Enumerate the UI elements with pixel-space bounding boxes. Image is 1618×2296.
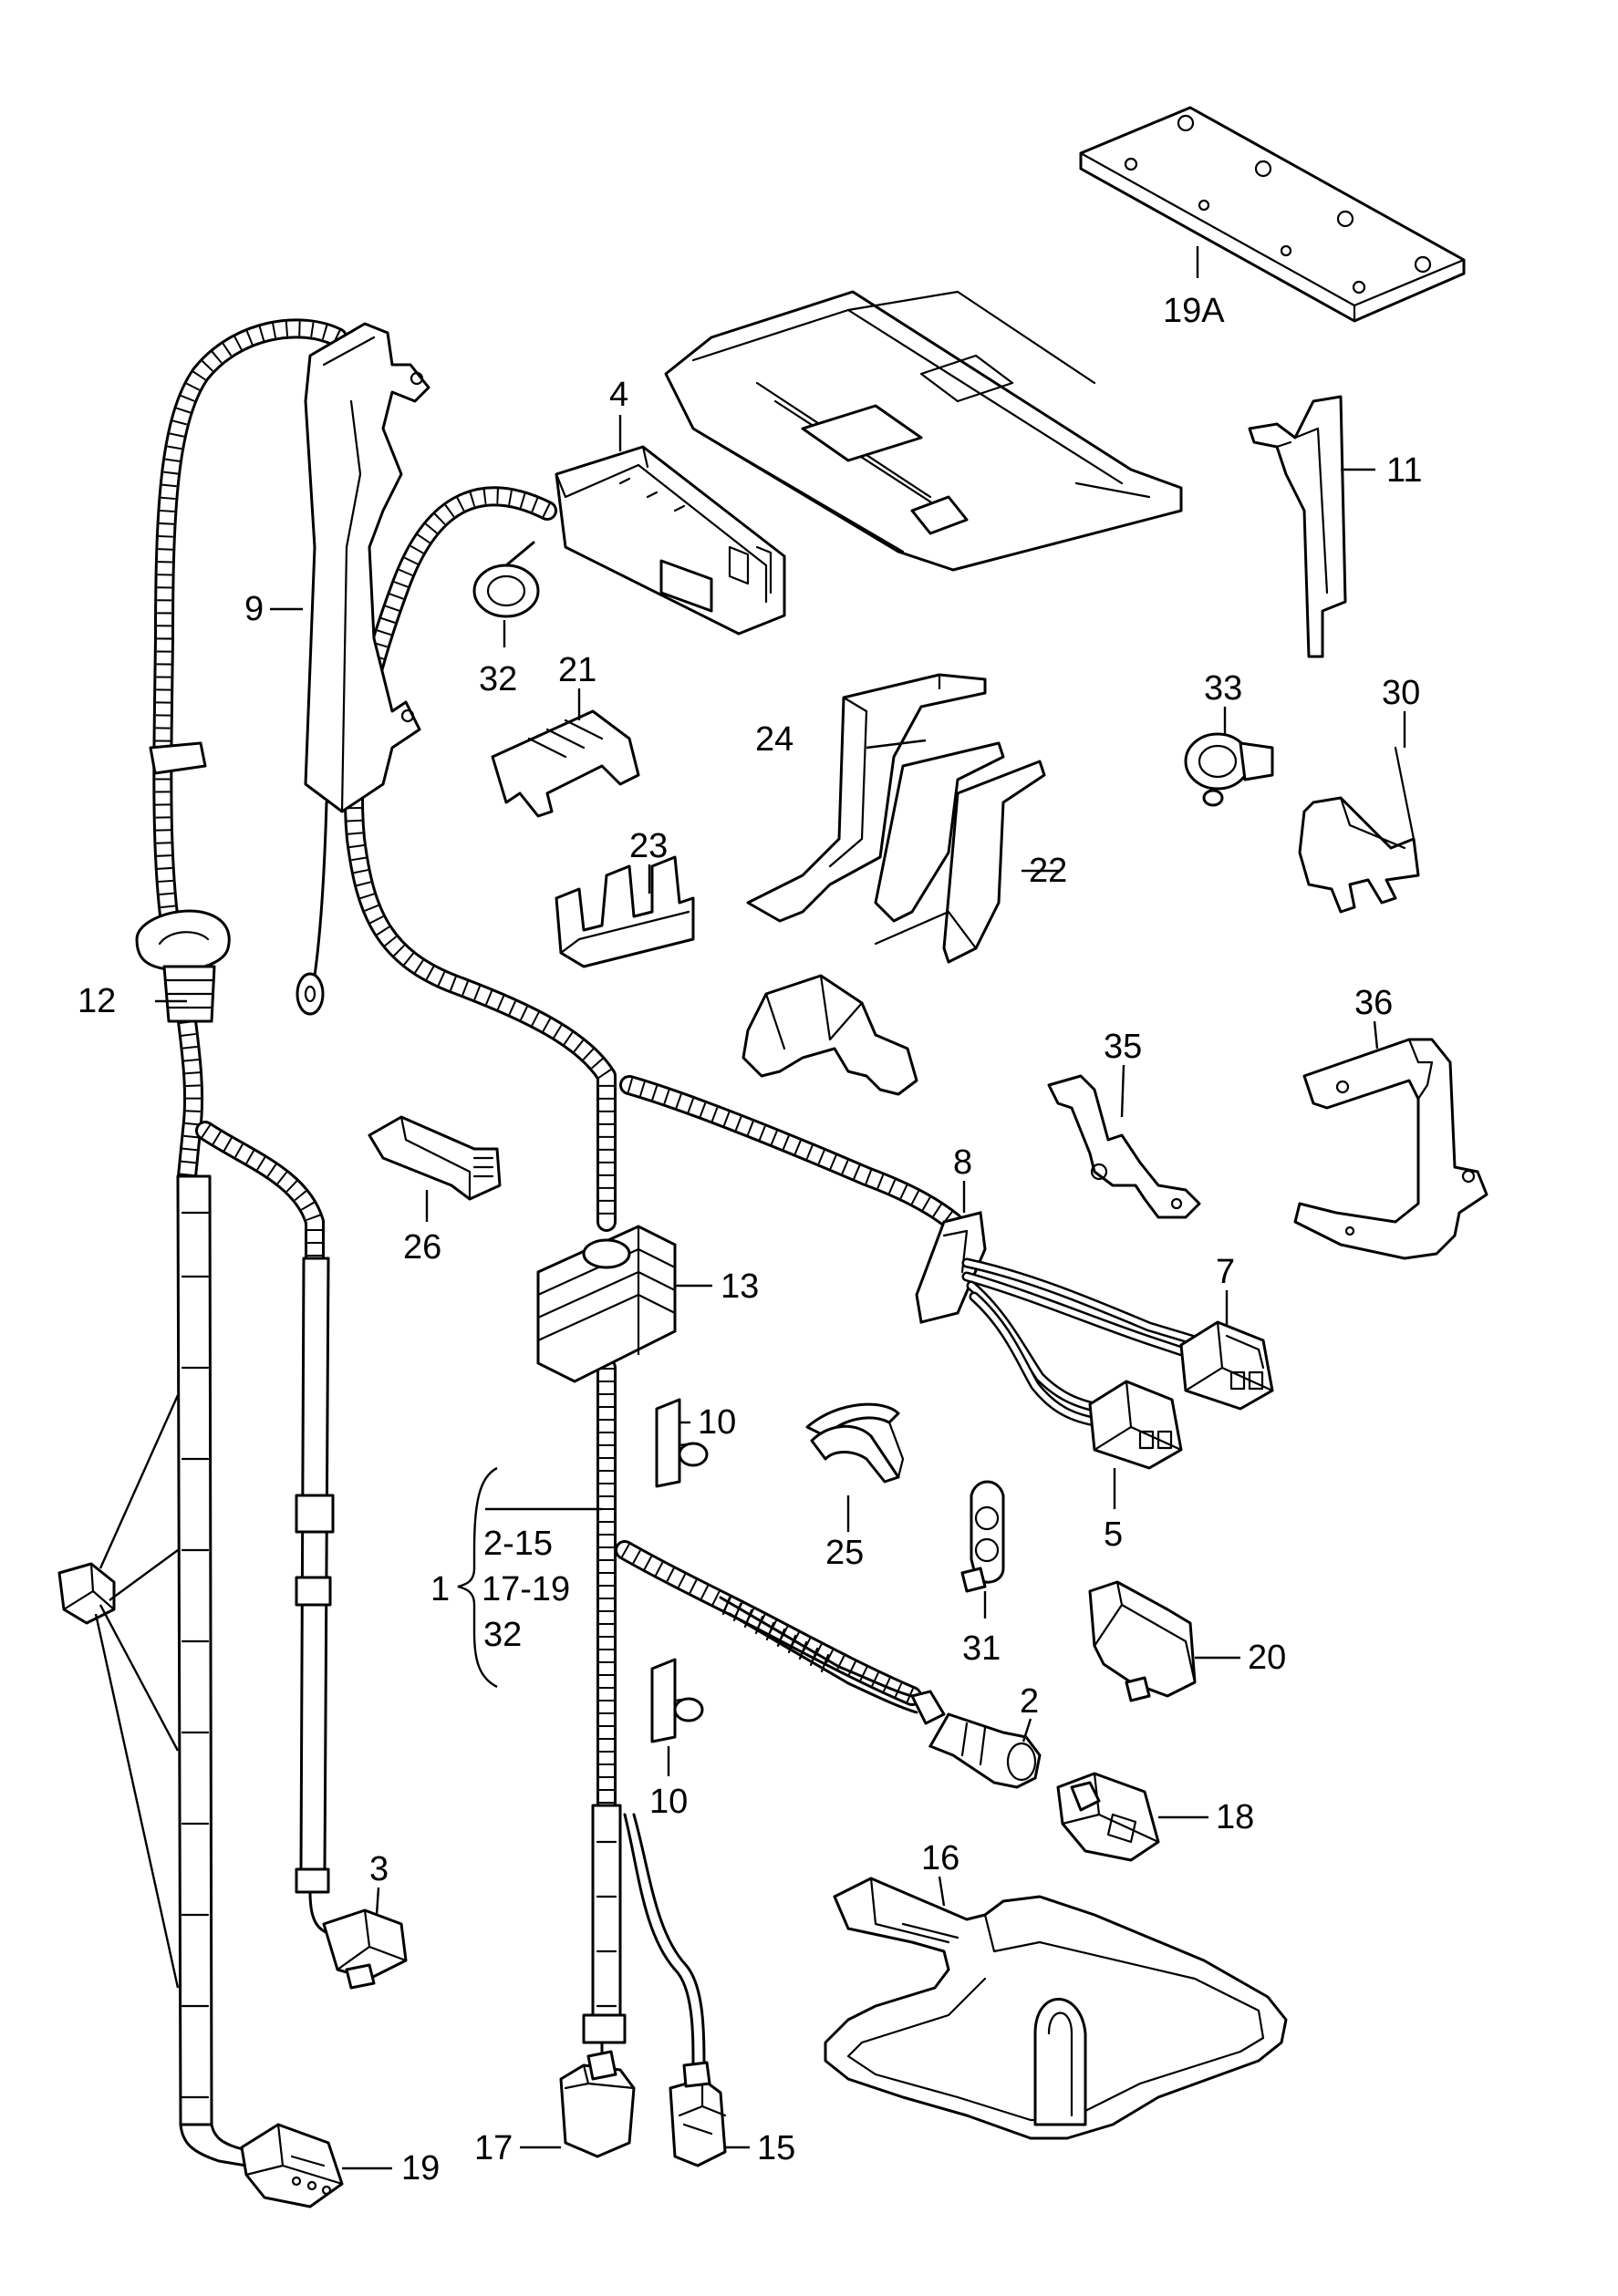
callout-20: 20 (1248, 1639, 1286, 1677)
wires-to-connectors-7-5 (961, 1257, 1200, 1428)
callout-16: 16 (921, 1839, 959, 1877)
cable-clamp-part-32 (472, 541, 540, 618)
cover-part-20 (1088, 1580, 1197, 1702)
connector-part-15 (669, 2061, 727, 2167)
bracket-part-9 (296, 322, 430, 1016)
grommet-block-part-13 (536, 1225, 677, 1383)
plug-part-26 (368, 1115, 502, 1201)
clamp-part-25 (805, 1402, 905, 1484)
callout-1-range-a: 2-15 (483, 1525, 553, 1563)
bracket-part-11 (1248, 395, 1347, 658)
callout-36: 36 (1354, 984, 1393, 1022)
callout-4: 4 (609, 376, 628, 414)
callout-23: 23 (629, 827, 668, 865)
bracket-part-22 (742, 741, 1046, 1096)
cover-part-16 (824, 1877, 1288, 2140)
connector-part-18 (1056, 1772, 1160, 1862)
callout-25: 25 (825, 1534, 864, 1572)
callout-33: 33 (1204, 669, 1242, 708)
brace-part-1 (457, 1466, 602, 1689)
mounting-plate-19a (1079, 106, 1466, 323)
comb-clip-part-23 (555, 855, 695, 968)
callout-1-range-c: 32 (483, 1616, 522, 1654)
clip-part-21 (491, 709, 640, 818)
bracket-part-30 (1298, 746, 1420, 914)
callout-1-range-b: 17-19 (482, 1570, 570, 1608)
clip-part-31 (960, 1480, 1005, 1593)
clamp-part-33 (1184, 732, 1274, 807)
grommet-part-2 (910, 1690, 1042, 1789)
callout-7: 7 (1216, 1253, 1235, 1291)
callout-30: 30 (1382, 674, 1420, 712)
callout-17: 17 (474, 2129, 513, 2167)
callout-35: 35 (1104, 1028, 1142, 1066)
sensor-part-17 (559, 2050, 636, 2158)
clip-part-10-upper (655, 1398, 709, 1488)
callout-11: 11 (1386, 451, 1422, 490)
clip-part-10-lower (650, 1658, 704, 1743)
protective-tube-part-3 (295, 1257, 335, 1935)
callout-18: 18 (1216, 1798, 1254, 1836)
callout-10-upper: 10 (698, 1403, 736, 1442)
callout-8: 8 (953, 1143, 972, 1182)
callout-5: 5 (1104, 1515, 1123, 1554)
callout-1: 1 (430, 1570, 450, 1608)
leader-lines (155, 246, 1406, 2170)
callout-15: 15 (757, 2129, 795, 2167)
callout-10-lower: 10 (649, 1783, 688, 1821)
callout-31: 31 (962, 1629, 1001, 1668)
connector-part-7 (1179, 1320, 1274, 1411)
protective-tube-parts-17-15 (582, 1804, 706, 2072)
callout-26: 26 (403, 1228, 441, 1267)
callout-2: 2 (1020, 1682, 1039, 1721)
clip-upper-left-cable (149, 741, 207, 775)
connector-part-4 (555, 445, 786, 636)
protective-tube-left (176, 1174, 248, 2167)
callout-19a: 19A (1163, 292, 1225, 330)
engine-control-unit (664, 290, 1183, 572)
callout-12: 12 (78, 982, 116, 1020)
connector-part-19 (240, 2123, 344, 2208)
callout-9: 9 (244, 590, 264, 628)
bracket-part-35 (1047, 1074, 1201, 1219)
callout-labels: 19A 4 11 9 32 21 33 30 24 23 22 12 36 35… (78, 292, 1422, 2187)
callout-13: 13 (721, 1267, 759, 1306)
connector-part-5 (1088, 1380, 1183, 1470)
bracket-part-24 (746, 673, 987, 923)
callout-19: 19 (401, 2149, 440, 2187)
connector-part-3 (322, 1908, 408, 1990)
callout-32: 32 (479, 660, 517, 698)
callout-3: 3 (369, 1850, 389, 1888)
callout-21: 21 (558, 651, 596, 689)
bracket-part-36 (1293, 1038, 1488, 1260)
grommet-part-8 (915, 1211, 987, 1324)
callout-24: 24 (755, 720, 793, 759)
callout-22: 22 (1029, 852, 1067, 890)
grommet-part-12 (135, 909, 231, 1023)
corrugated-conduit (719, 1596, 918, 1714)
connector-left-side (57, 1394, 180, 1989)
